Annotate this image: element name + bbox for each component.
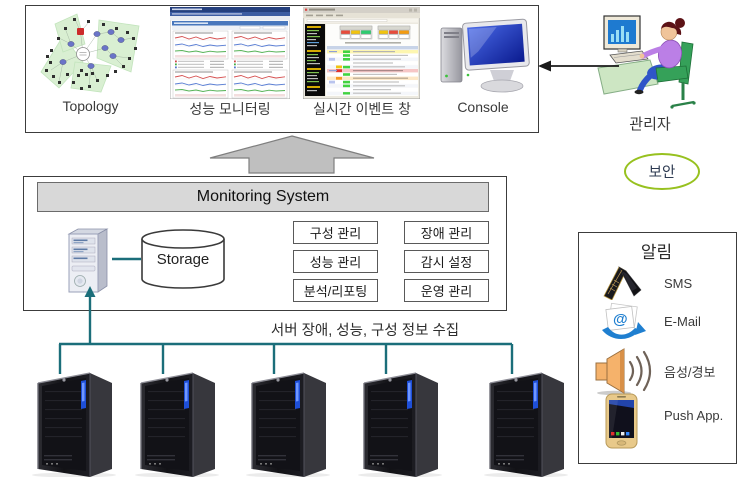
security-badge: 보안: [624, 153, 700, 190]
email-icon: @: [602, 302, 646, 339]
server-rack-5: [480, 367, 572, 477]
voice-alarm-label: 음성/경보: [664, 365, 716, 380]
administrator-figure: [596, 12, 708, 110]
module-fault-mgmt: 장애 관리: [404, 221, 489, 244]
event-window-thumbnail: [303, 7, 420, 99]
topology-thumbnail: [33, 10, 148, 96]
server-tower-icon: [67, 228, 109, 293]
storage-label: Storage: [156, 251, 210, 268]
push-app-item-icon: [602, 392, 642, 452]
console-label: Console: [457, 99, 509, 115]
server-rack-4: [354, 367, 446, 477]
storage-cylinder: [140, 228, 226, 290]
server-rack-2: [131, 367, 223, 477]
sms-label: SMS: [664, 276, 693, 291]
performance-charts-icon: [170, 7, 290, 99]
module-operations-mgmt: 운영 관리: [404, 279, 489, 302]
monitoring-system-header: Monitoring System: [37, 182, 489, 212]
svg-text:@: @: [613, 311, 628, 328]
topology-label: Topology: [62, 98, 119, 114]
up-block-arrow: [209, 135, 375, 174]
security-label: 보안: [648, 165, 676, 181]
notification-title: 알림: [640, 243, 673, 262]
email-item-icon: @: [600, 302, 646, 344]
speaker-icon: [595, 348, 652, 396]
module-analysis-reporting: 분석/리포팅: [293, 279, 378, 302]
monitoring-server: [64, 226, 112, 294]
admin-to-console-arrowhead: [538, 60, 551, 72]
performance-monitoring-label: 성능 모니터링: [189, 101, 271, 117]
console-icon-wrap: [438, 18, 533, 96]
flip-phone-icon: [603, 266, 642, 300]
desktop-computer-icon: [440, 18, 530, 93]
smartphone-icon: [605, 393, 638, 449]
module-watch-settings: 감시 설정: [404, 250, 489, 273]
sms-item-icon: [598, 258, 648, 300]
voice-alarm-item-icon: [594, 346, 656, 396]
server-rack-3: [242, 367, 334, 477]
administrator-label: 관리자: [629, 116, 671, 133]
person-at-computer-icon: [597, 15, 696, 109]
notification-panel: [578, 232, 737, 464]
module-performance-mgmt: 성능 관리: [293, 250, 378, 273]
event-window-label: 실시간 이벤트 창: [313, 101, 411, 117]
email-label: E-Mail: [664, 314, 701, 329]
topology-map-icon: [40, 13, 140, 93]
module-config-mgmt: 구성 관리: [293, 221, 378, 244]
performance-monitoring-thumbnail: [170, 7, 290, 99]
monitoring-system-title: Monitoring System: [196, 188, 330, 205]
event-table-icon: [303, 7, 420, 99]
collection-caption: 서버 장애, 성능, 구성 정보 수집: [270, 323, 460, 339]
database-cylinder-icon: [141, 229, 225, 289]
server-rack-1: [28, 367, 120, 477]
push-app-label: Push App.: [664, 408, 724, 423]
